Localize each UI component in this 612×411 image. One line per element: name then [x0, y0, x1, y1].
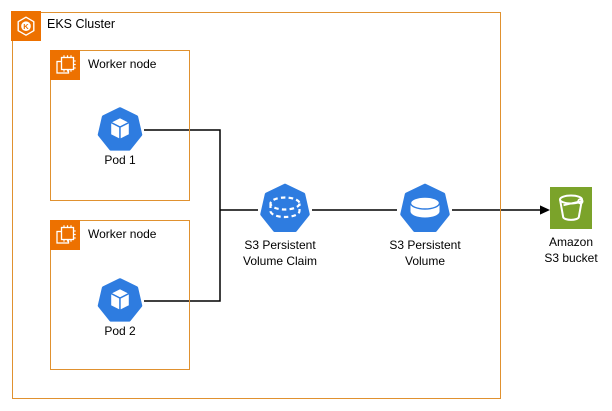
worker-node-2-label: Worker node	[88, 227, 157, 241]
cpu-chip-icon	[50, 50, 80, 80]
cpu-chip-icon	[50, 220, 80, 250]
eks-icon: K	[11, 11, 41, 41]
pvc-label: S3 Persistent Volume Claim	[215, 237, 345, 269]
s3-label-line1: Amazon	[548, 235, 594, 249]
s3-bucket-icon	[550, 187, 592, 229]
worker-node-1-group	[50, 50, 190, 201]
pvc-label-line1: S3 Persistent	[244, 238, 316, 252]
pod-1-label: Pod 1	[104, 153, 136, 167]
pvc-label-line2: Volume Claim	[242, 254, 318, 268]
eks-cluster-group	[12, 12, 501, 399]
cylinder-heptagon-icon	[398, 182, 452, 236]
worker-node-2-group	[50, 220, 190, 370]
svg-text:K: K	[23, 22, 29, 31]
s3-label-line2: S3 bucket	[544, 251, 598, 265]
kubernetes-pod-cube-icon	[96, 106, 144, 154]
s3-bucket-label: Amazon S3 bucket	[516, 234, 612, 266]
eks-cluster-label: EKS Cluster	[47, 17, 116, 31]
pod-2-label: Pod 2	[104, 324, 136, 338]
kubernetes-pod-cube-icon	[96, 277, 144, 325]
pv-label: S3 Persistent Volume	[360, 237, 490, 269]
arrowhead-icon	[540, 205, 550, 215]
pv-label-line2: Volume	[404, 254, 446, 268]
worker-node-1-label: Worker node	[88, 57, 157, 71]
pv-label-line1: S3 Persistent	[389, 238, 461, 252]
dashed-cylinder-heptagon-icon	[258, 182, 312, 236]
